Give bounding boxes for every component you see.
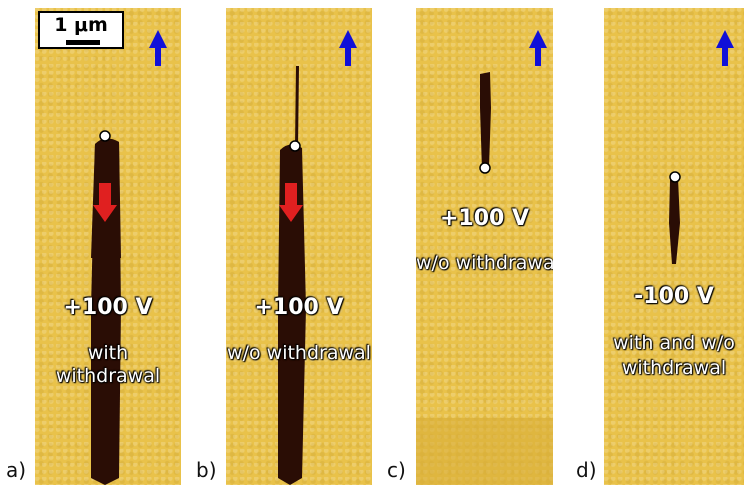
down-arrow-icon [93,183,117,222]
panel-letter-d: d) [576,458,597,482]
voltage-label: -100 V [634,284,714,309]
domain-wall [278,144,306,485]
voltage-label: +100 V [254,295,344,320]
domain-wall [669,178,680,264]
panel-letter-a: a) [6,458,27,482]
condition-label: w/o withdrawal [227,342,371,364]
condition-label: w/o withdrawal [416,252,553,274]
down-arrow-icon [279,183,303,222]
up-arrow-icon [339,30,357,66]
afm-panel-a: +100 V with withdrawal [35,8,181,485]
domain-wall [480,72,491,170]
panel-letter-b: b) [196,458,217,482]
afm-panel-d: -100 V with and w/o withdrawal [604,8,744,485]
scale-bar: 1 μm [38,11,124,49]
scale-bar-line [66,40,100,45]
scan-band [416,418,553,485]
panel-a-image [91,30,167,485]
tip-position-marker [99,130,111,142]
tip-position-marker [669,171,681,183]
panel-c-image [416,30,553,485]
voltage-label: +100 V [63,295,153,320]
scale-bar-label: 1 μm [54,14,108,36]
condition-label-line2: withdrawal [621,357,727,379]
condition-label-line1: with [87,342,129,364]
condition-label-line2: withdrawal [55,365,161,387]
up-arrow-icon [149,30,167,66]
condition-label-line1: with and w/o [613,332,735,354]
tip-position-marker [479,162,491,174]
domain-spike [295,66,299,148]
up-arrow-icon [716,30,734,66]
panel-d-image [669,30,734,264]
panel-b-image [278,30,357,485]
afm-panel-b: +100 V w/o withdrawal [226,8,372,485]
tip-position-marker [289,140,301,152]
up-arrow-icon [529,30,547,66]
panel-letter-c: c) [387,458,406,482]
voltage-label: +100 V [439,206,530,231]
afm-panel-c: +100 V w/o withdrawal [416,8,553,485]
